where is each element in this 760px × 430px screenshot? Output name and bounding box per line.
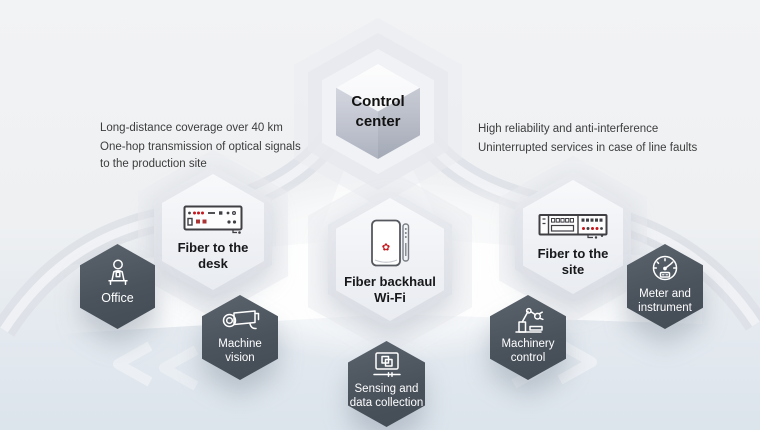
node-label-line1: Sensing and [354,383,419,395]
office-worker-icon [107,259,128,285]
device-label: Fiber to the site [538,246,609,277]
desk-terminal-icon [183,205,243,234]
node-meter-instrument: Meter and instrument [627,244,703,329]
device-inner-hexagon [523,180,623,294]
node-label: Machine vision [218,338,261,365]
device-fiber-to-the-site: Fiber to the site [515,172,631,302]
node-label-line1: Office [101,291,134,305]
control-center-label-line1: Control [351,92,405,110]
site-gateway-icon [538,214,608,239]
node-label-line2: instrument [638,301,692,314]
chevron-right-1 [557,339,597,385]
node-label-line1: Machine [218,338,262,350]
node-label-line2: data collection [349,396,424,409]
node-label: Machinery control [501,338,554,365]
device-label-line1: Fiber backhaul [344,274,436,289]
chevron-left-1 [113,341,153,387]
node-machinery-control: Machinery control [490,295,566,380]
right-annotation: High reliability and anti-interference U… [478,120,697,158]
camera-icon [222,310,260,330]
device-label-line2: desk [198,255,228,271]
wifi-ont-icon: ✿ [371,219,410,267]
device-label: Fiber backhaul Wi-Fi [344,274,436,305]
huawei-logo: ✿ [382,243,390,254]
node-label-line1: Meter and [639,288,691,300]
chevron-left-2 [159,345,199,391]
node-hexagon [348,341,425,427]
device-label-line1: Fiber to the [537,246,609,261]
gauge-icon [652,255,678,281]
control-center-label: Control center [308,33,448,190]
left-annotation-line3: to the production site [100,158,207,170]
robot-arm-icon [515,307,544,333]
device-fiber-backhaul-wifi: ✿ Fiber backhaul Wi-Fi [328,190,452,329]
node-sensing-data-collection: Sensing and data collection [348,341,425,427]
device-label: Fiber to the desk [178,240,249,271]
control-center: Control center [308,33,448,190]
right-annotation-line1: High reliability and anti-interference [478,123,659,135]
node-office: Office [80,244,155,329]
device-label-line1: Fiber to the [177,240,249,255]
node-label-line1: Machinery [501,338,555,350]
device-fiber-to-the-desk: Fiber to the desk [154,166,272,298]
node-label: Meter and instrument [638,288,692,315]
node-label: Office [101,291,134,306]
right-annotation-line2: Uninterrupted services in case of line f… [478,142,698,154]
node-label: Sensing and data collection [350,383,424,410]
node-label-line2: vision [225,351,255,364]
monitor-data-icon [372,352,401,377]
node-label-line2: control [510,351,546,364]
left-annotation-line1: Long-distance coverage over 40 km [100,122,283,134]
left-annotation: Long-distance coverage over 40 km One-ho… [100,120,301,173]
device-label-line2: site [561,261,585,277]
control-center-label-line2: center [355,112,401,130]
node-machine-vision: Machine vision [202,295,278,380]
device-label-line2: Wi-Fi [374,289,406,305]
left-annotation-line2: One-hop transmission of optical signals [100,141,301,153]
